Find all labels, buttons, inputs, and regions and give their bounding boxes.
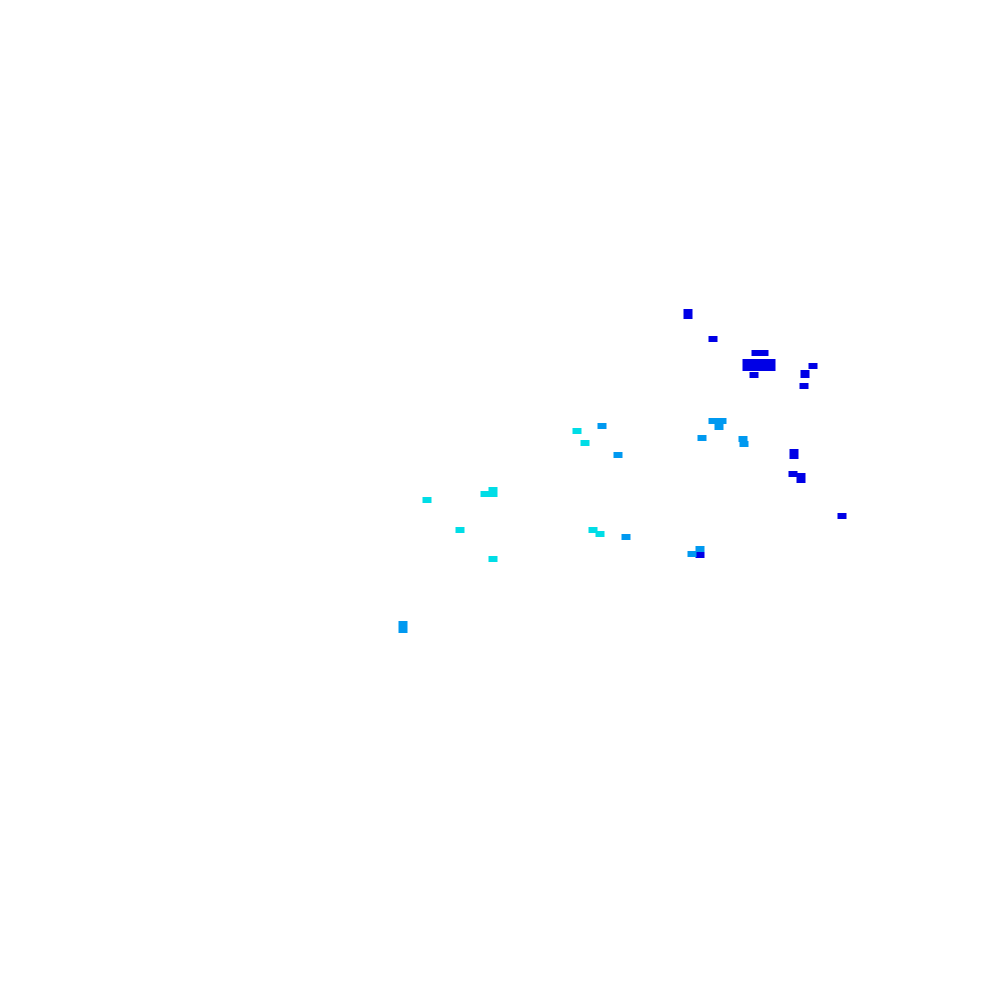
data-point-s0-5 (742, 359, 752, 365)
data-point-s1-3 (697, 435, 707, 441)
data-point-s0-24 (695, 552, 705, 558)
data-point-s0-12 (766, 365, 776, 371)
data-point-s2-2 (422, 497, 432, 503)
data-point-s0-1 (683, 313, 693, 319)
data-point-s2-0 (572, 428, 582, 434)
data-point-s0-14 (808, 363, 818, 369)
data-point-s0-13 (749, 372, 759, 378)
data-point-s0-16 (800, 372, 810, 378)
data-point-s1-1 (717, 418, 727, 424)
data-point-s0-11 (758, 365, 768, 371)
data-point-s0-9 (742, 365, 752, 371)
data-point-s1-10 (695, 546, 705, 552)
data-point-s1-0 (708, 418, 718, 424)
data-point-s2-7 (588, 527, 598, 533)
data-point-s0-6 (750, 359, 760, 365)
data-point-s1-12 (398, 627, 408, 633)
data-point-s0-2 (708, 336, 718, 342)
data-point-s0-7 (758, 359, 768, 365)
data-point-s0-20 (788, 471, 798, 477)
data-point-s0-22 (796, 477, 806, 483)
data-point-s0-10 (750, 365, 760, 371)
data-point-s1-8 (621, 534, 631, 540)
data-point-s2-8 (595, 531, 605, 537)
data-point-s1-2 (714, 424, 724, 430)
data-point-s1-4 (738, 436, 748, 442)
data-point-s2-6 (455, 527, 465, 533)
data-point-s0-23 (837, 513, 847, 519)
data-points-layer (398, 309, 847, 633)
data-point-s0-19 (789, 453, 799, 459)
data-point-s0-3 (751, 350, 761, 356)
data-point-s0-18 (789, 449, 799, 455)
data-point-s1-6 (597, 423, 607, 429)
data-point-s0-21 (796, 473, 806, 479)
data-point-s1-5 (739, 441, 749, 447)
data-point-s0-17 (799, 383, 809, 389)
data-point-s1-11 (398, 621, 408, 627)
data-point-s2-9 (488, 556, 498, 562)
data-point-s0-4 (759, 350, 769, 356)
data-point-s0-0 (683, 309, 693, 315)
data-point-s0-8 (766, 359, 776, 365)
data-point-s2-1 (580, 440, 590, 446)
data-point-s2-5 (488, 491, 498, 497)
data-point-s2-4 (488, 487, 498, 493)
data-point-s1-7 (613, 452, 623, 458)
data-point-s1-9 (687, 551, 697, 557)
data-point-s2-3 (480, 491, 490, 497)
